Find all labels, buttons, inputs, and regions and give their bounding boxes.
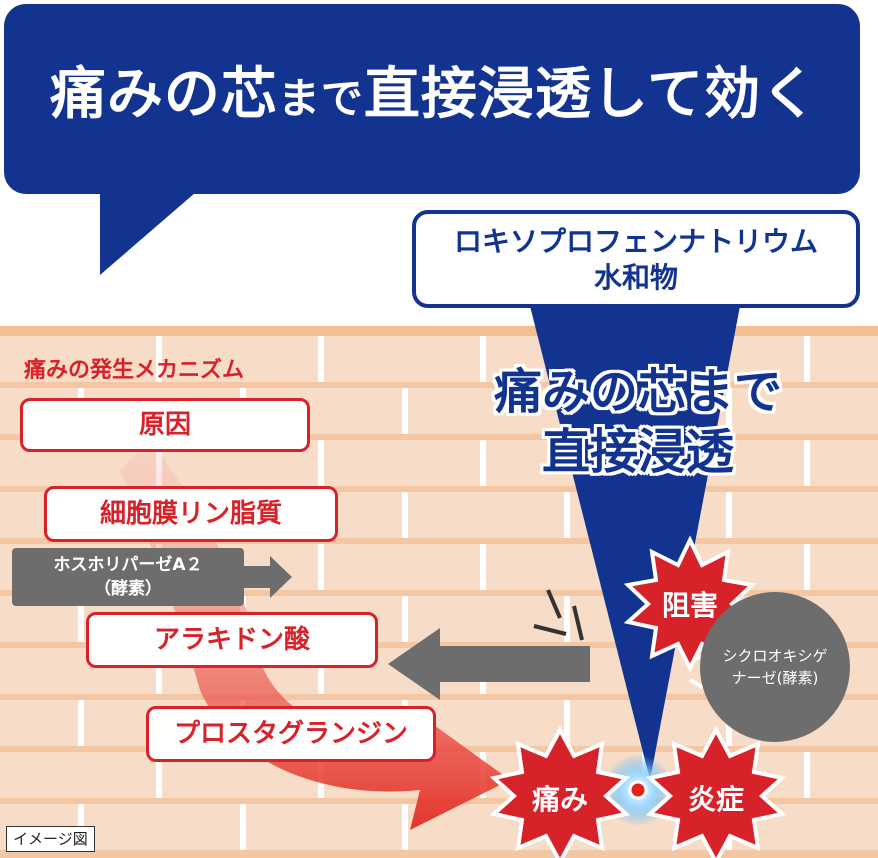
bubble-tail — [100, 180, 210, 275]
prostaglandin-box: プロスタグランジン — [146, 706, 436, 762]
pain-core-dot — [628, 780, 648, 800]
break-mark — [533, 589, 584, 641]
phospholipase-line1: ホスホリパーゼA２ — [53, 555, 203, 575]
inflammation-label: 炎症 — [687, 783, 744, 816]
pain-burst — [489, 725, 631, 858]
enzyme-pointer-arrow — [244, 556, 292, 598]
cox-line1: シクロオキシゲ — [722, 647, 828, 665]
headline: 痛みの芯まで直接浸透して効く — [0, 60, 868, 134]
pain-label: 痛み — [531, 783, 588, 816]
headline-part-small: まで — [277, 74, 364, 123]
membrane-lipid-box: 細胞膜リン脂質 — [44, 486, 338, 542]
penetration-text: 痛みの芯まで 直接浸透 — [458, 362, 818, 482]
phospholipase-line2: （酵素） — [94, 579, 162, 599]
phospholipase-box: ホスホリパーゼA２ （酵素） — [12, 548, 244, 606]
headline-part: 直接浸透して効く — [363, 62, 819, 127]
penetration-arrow — [530, 306, 740, 780]
skin-surface-line — [0, 326, 878, 336]
headline-part: 痛みの芯 — [49, 62, 278, 127]
cox-line2: ナーゼ(酵素) — [731, 669, 819, 687]
mechanism-title: 痛みの発生メカニズム — [24, 358, 245, 383]
cause-box: 原因 — [20, 398, 310, 452]
penetration-line1: 痛みの芯まで — [493, 364, 782, 420]
penetration-line2: 直接浸透 — [541, 424, 734, 480]
arachidonic-acid-box: アラキドン酸 — [86, 612, 378, 668]
image-note: イメージ図 — [6, 826, 95, 852]
inflammation-burst — [645, 725, 787, 858]
cyclooxygenase-circle: シクロオキシゲ ナーゼ(酵素) — [700, 592, 850, 742]
drug-label: ロキソプロフェンナトリウム 水和物 — [412, 210, 860, 308]
headline-bubble — [4, 4, 860, 194]
drug-name-line1: ロキソプロフェンナトリウム — [453, 225, 818, 258]
blocked-arrow — [388, 628, 590, 700]
drug-name-line2: 水和物 — [593, 261, 678, 294]
inhibit-label: 阻害 — [661, 589, 718, 622]
